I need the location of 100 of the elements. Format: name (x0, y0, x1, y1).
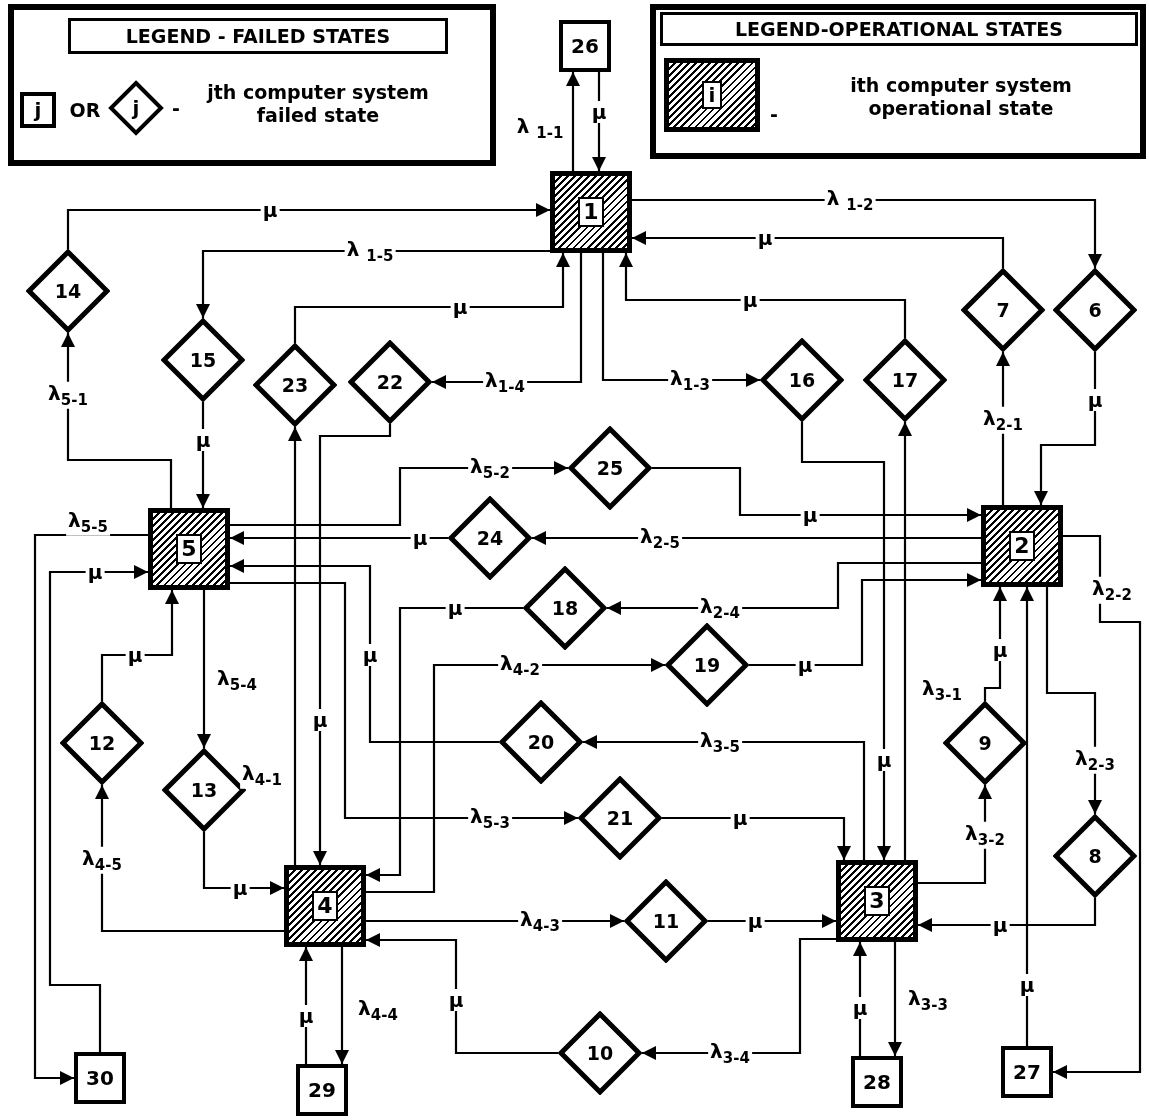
state-number: 11 (652, 910, 680, 932)
arrow (898, 422, 912, 860)
arrow (230, 531, 448, 545)
arrow (592, 72, 606, 171)
state-number: 14 (54, 280, 82, 302)
state-number: 15 (189, 349, 217, 371)
legend-text: ith computer system operational state (849, 73, 1073, 121)
state-number: 1 (578, 197, 604, 227)
failed-state-diamond (499, 700, 583, 784)
arrow (293, 253, 570, 343)
legend-dash: - (769, 102, 779, 127)
arrow (335, 947, 349, 1064)
arrow (366, 658, 665, 894)
state-number: 10 (586, 1042, 614, 1064)
arrow (313, 424, 392, 865)
legend-text: jth computer system failed state (205, 80, 430, 128)
failed-state-diamond-symbol: j (108, 80, 164, 136)
arrow (749, 573, 981, 667)
state-number: 2 (1009, 531, 1035, 561)
state-number: 25 (596, 457, 624, 479)
failed-state-diamond (863, 338, 947, 422)
arrow (95, 785, 284, 933)
failed-state-diamond (448, 496, 532, 580)
state-number: 12 (88, 732, 116, 754)
failed-state-box (851, 1056, 903, 1108)
arrow (48, 565, 148, 1052)
failed-state-diamond (348, 340, 432, 424)
state-number: 24 (476, 527, 504, 549)
arrow (202, 832, 284, 895)
arrow (853, 942, 867, 1056)
arrow (230, 559, 499, 744)
arrow (196, 402, 210, 508)
arrow (607, 561, 981, 615)
failed-state-diamond (26, 249, 110, 333)
arrow (61, 333, 173, 508)
failed-state-diamond (60, 701, 144, 785)
operational-state-symbol: i (664, 58, 760, 132)
failed-state-diamond (161, 318, 245, 402)
state-number: 4 (312, 891, 338, 921)
state-number: 5 (176, 534, 202, 564)
operational-state-box (981, 505, 1063, 587)
failed-state-box (74, 1052, 126, 1104)
legend-heading: LEGEND - FAILED STATES (68, 18, 448, 54)
failed-state-diamond (961, 268, 1045, 352)
failed-state-box (559, 20, 611, 72)
arrow (583, 735, 866, 860)
state-number: 22 (376, 371, 404, 393)
arrow (983, 587, 1007, 701)
arrow (888, 942, 902, 1056)
arrow (230, 581, 578, 825)
failed-state-diamond (568, 426, 652, 510)
arrow (196, 249, 550, 318)
edge-label: λ$_{2-3}$ (1073, 746, 1117, 774)
failed-state-diamond (760, 338, 844, 422)
arrow (619, 253, 907, 338)
edge-label: λ$_{5-1}$ (46, 381, 90, 409)
failed-state-box (1001, 1046, 1053, 1098)
state-number: 20 (527, 731, 555, 753)
failed-state-diamond (624, 879, 708, 963)
failed-state-diamond (665, 623, 749, 707)
failed-state-symbol: j (20, 92, 56, 128)
failed-state-diamond (253, 343, 337, 427)
legend-dash: - (171, 96, 181, 121)
state-number: 26 (571, 34, 599, 58)
arrow (1045, 587, 1102, 814)
arrow (66, 203, 550, 249)
arrow (230, 461, 568, 527)
failed-state-diamond (943, 701, 1027, 785)
state-number: 16 (788, 369, 816, 391)
operational-state-box (284, 865, 366, 947)
state-number: 6 (1088, 299, 1102, 321)
operational-state-box (148, 508, 230, 590)
state-number: 17 (891, 369, 919, 391)
state-number: 19 (693, 654, 721, 676)
arrow (918, 898, 1097, 932)
state-number: 23 (281, 374, 309, 396)
arrow (800, 422, 891, 860)
edge-label: λ$_{3-2}$ (963, 821, 1007, 849)
arrow (197, 590, 211, 748)
state-number: 7 (996, 299, 1010, 321)
state-number: 13 (190, 779, 218, 801)
failed-state-diamond (523, 566, 607, 650)
arrow (1020, 587, 1034, 1046)
state-number: 27 (1013, 1060, 1041, 1084)
failed-state-diamond (1053, 814, 1137, 898)
operational-state-box (836, 860, 918, 942)
arrow (366, 606, 523, 882)
state-number: 29 (308, 1078, 336, 1102)
state-number: 8 (1088, 845, 1102, 867)
arrow (366, 933, 558, 1055)
arrow (299, 947, 313, 1064)
arrow (662, 816, 851, 860)
arrow (100, 590, 179, 701)
arrow (1053, 534, 1142, 1079)
state-number: 9 (978, 732, 992, 754)
state-number: 3 (864, 886, 890, 916)
edge-label: λ$_{2-2}$ (1090, 576, 1134, 604)
arrow (33, 533, 148, 1085)
arrow (632, 231, 1005, 268)
arrow (708, 914, 836, 928)
